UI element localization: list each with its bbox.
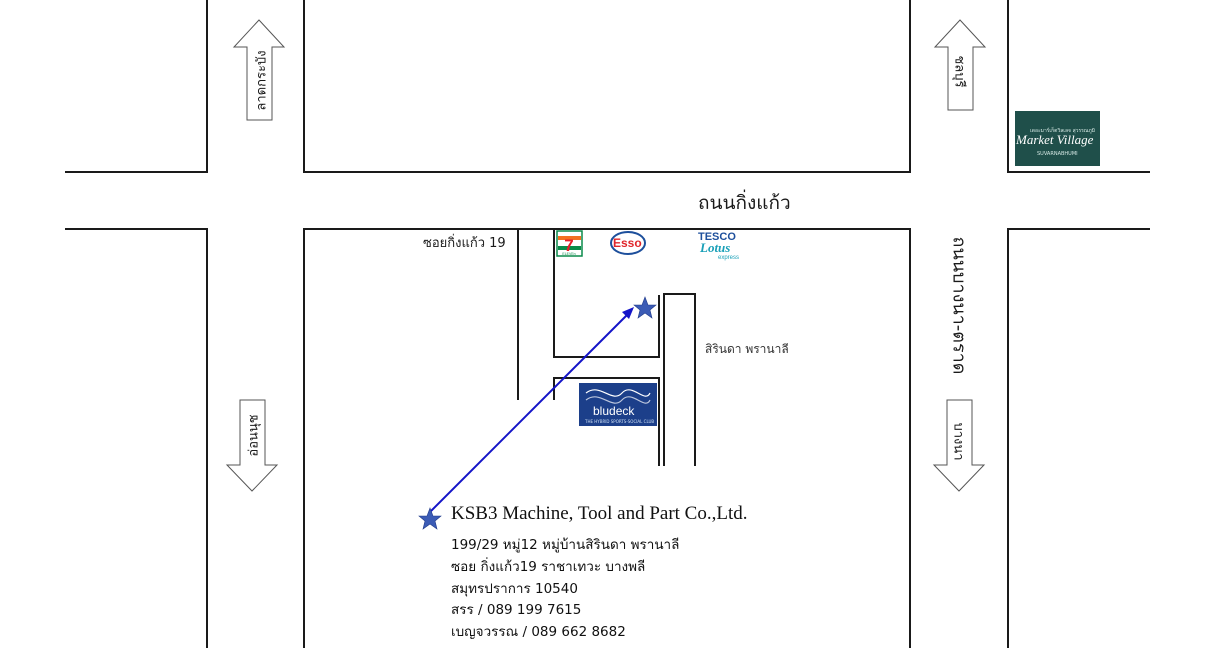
star-icon bbox=[633, 296, 657, 319]
arrow-label-chonburi: ชลบุรี bbox=[951, 55, 967, 88]
arrow-label-lat-krabang: ลาดกระบัง bbox=[254, 50, 270, 111]
lotus-text: Lotus bbox=[700, 240, 731, 255]
soi-label: ซอยกิ่งแก้ว 19 bbox=[423, 236, 506, 251]
road-label-kingkaew: ถนนกิ่งแก้ว bbox=[698, 192, 791, 214]
route bbox=[430, 307, 634, 512]
arrow-up-icon bbox=[933, 19, 987, 111]
route-line bbox=[430, 311, 631, 512]
road-label-bangna-trad: ถนนบางนา-ตราด bbox=[948, 236, 970, 375]
arrow-label-bangna: บางนา bbox=[950, 422, 966, 461]
direction-arrows bbox=[225, 19, 987, 492]
arrow-down-icon bbox=[932, 399, 986, 492]
seven-eleven-sub: ELEVEn bbox=[562, 252, 575, 256]
lotus-express-text: express bbox=[718, 255, 740, 261]
contact-line-2: เบญจวรรณ / 089 662 8682 bbox=[451, 624, 626, 640]
address-line-1: 199/29 หมู่12 หมู่บ้านสิรินดา พรานาลี bbox=[451, 537, 680, 553]
esso-text: Esso bbox=[613, 236, 642, 250]
inner-block-upper bbox=[553, 229, 660, 358]
address-line-2: ซอย กิ่งแก้ว19 ราชาเทวะ บางพลี bbox=[451, 559, 646, 575]
bludeck-tagline: THE HYBRID SPORTS-SOCIAL CLUB bbox=[585, 419, 655, 424]
sirinda-lane bbox=[663, 293, 696, 466]
block-top-middle bbox=[303, 0, 911, 173]
place-label-sirinda: สิรินดา พรานาลี bbox=[705, 342, 789, 356]
arrow-down-icon bbox=[225, 399, 279, 492]
seven-eleven-logo: 7 ELEVEn bbox=[556, 230, 583, 257]
route-arrowhead-icon bbox=[622, 307, 634, 319]
market-village-title: Market Village bbox=[1016, 132, 1094, 147]
market-village-logo bbox=[1015, 111, 1100, 166]
arrow-up-icon bbox=[232, 19, 286, 121]
contact-line-1: สรร / 089 199 7615 bbox=[451, 602, 582, 618]
tesco-text: TESCO bbox=[698, 231, 736, 243]
bludeck-logo bbox=[579, 383, 657, 426]
address-line-3: สมุทรปราการ 10540 bbox=[451, 581, 578, 597]
block-top-left bbox=[65, 0, 208, 173]
market-village-thai: เดอะมาร์เก็ตวิลเลจ สุวรรณภูมิ bbox=[1030, 128, 1096, 134]
road-lines bbox=[65, 0, 1150, 648]
seven-eleven-number: 7 bbox=[564, 236, 573, 255]
block-bottom-middle bbox=[303, 228, 911, 648]
esso-logo bbox=[610, 231, 646, 255]
block-bottom-left bbox=[65, 228, 208, 648]
bludeck-text: bludeck bbox=[593, 404, 635, 418]
block-bottom-right bbox=[1007, 228, 1150, 648]
arrow-label-on-nut: อ่อนนุช bbox=[246, 414, 262, 457]
company-name: KSB3 Machine, Tool and Part Co.,Ltd. bbox=[451, 503, 748, 524]
star-icon bbox=[418, 507, 442, 530]
market-village-sub: SUVARNABHUMI bbox=[1037, 151, 1078, 157]
block-top-right bbox=[1007, 0, 1150, 173]
